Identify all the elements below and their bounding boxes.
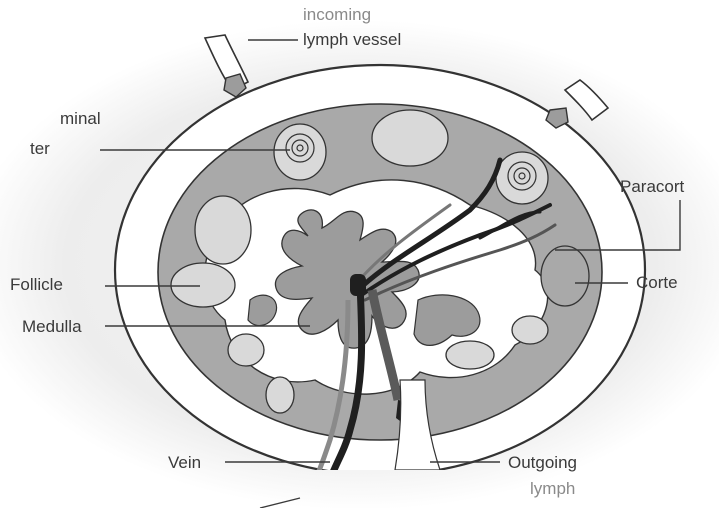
label-cortex: Corte xyxy=(636,274,678,291)
label-paracortex: Paracort xyxy=(620,178,684,195)
label-incoming-line1: incoming xyxy=(303,6,371,23)
label-vein: Vein xyxy=(168,454,201,471)
follicle-blob xyxy=(446,341,494,369)
label-medulla: Medulla xyxy=(22,318,82,335)
follicle-blob xyxy=(496,152,548,204)
follicle-blob xyxy=(195,196,251,264)
label-incoming-line2: lymph vessel xyxy=(303,31,401,48)
label-follicle: Follicle xyxy=(10,276,63,293)
follicle-blob xyxy=(372,110,448,166)
follicle-blob xyxy=(512,316,548,344)
follicle-blob xyxy=(266,377,294,413)
label-outgoing-line2: lymph xyxy=(530,480,575,497)
follicle-blob xyxy=(541,246,589,306)
label-outgoing-line1: Outgoing xyxy=(508,454,577,471)
hilum-knot xyxy=(350,274,366,296)
label-germinal-line1: minal xyxy=(60,110,101,127)
follicle-blob xyxy=(274,124,326,180)
follicle-blob xyxy=(228,334,264,366)
label-germinal-line2: ter xyxy=(30,140,50,157)
follicle-blob xyxy=(171,263,235,307)
